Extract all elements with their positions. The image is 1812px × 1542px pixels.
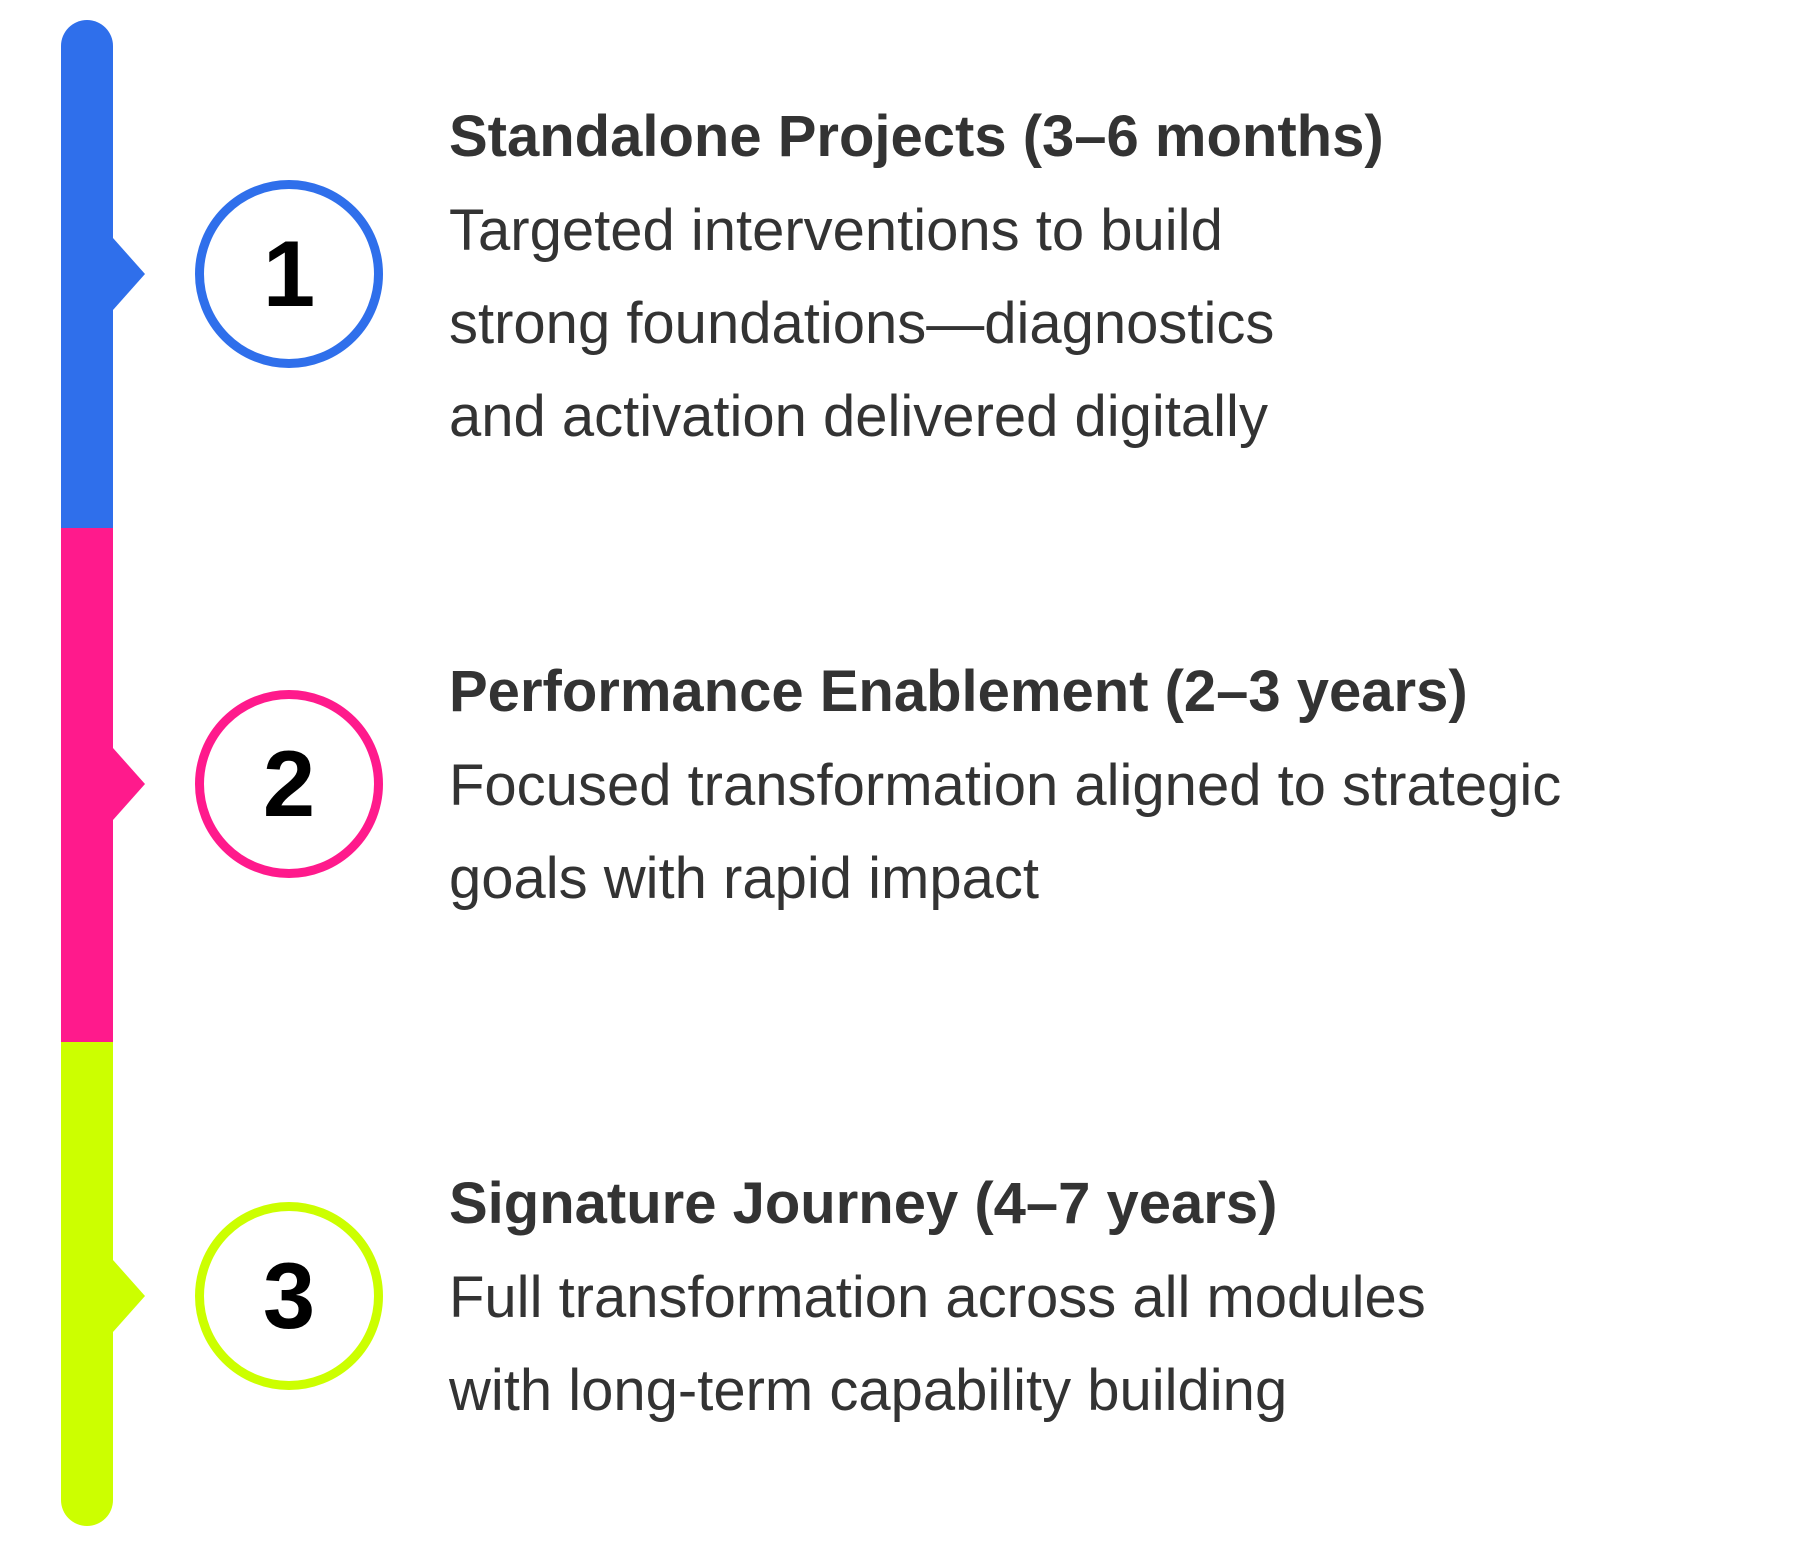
step-text-3: Signature Journey (4–7 years) Full trans…: [449, 1157, 1749, 1437]
timeline-pointer-1: [113, 238, 145, 310]
step-text-1: Standalone Projects (3–6 months) Targete…: [449, 90, 1749, 463]
step-title-3: Signature Journey (4–7 years): [449, 1171, 1278, 1236]
step-text-2: Performance Enablement (2–3 years) Focus…: [449, 645, 1749, 925]
step-description-2-line-2: goals with rapid impact: [449, 846, 1039, 911]
step-number-badge-2: 2: [195, 690, 383, 878]
step-3: 3 Signature Journey (4–7 years) Full tra…: [0, 0, 1812, 1423]
step-description-2: Focused transformation aligned to strate…: [449, 739, 1749, 925]
step-2: 2 Performance Enablement (2–3 years) Foc…: [0, 0, 1812, 911]
timeline-pointer-3: [113, 1260, 145, 1332]
step-description-3-line-2: with long-term capability building: [449, 1358, 1288, 1423]
step-description-1-line-2: strong foundations—diagnostics: [449, 291, 1275, 356]
step-number-badge-3: 3: [195, 1202, 383, 1390]
step-description-3-line-1: Full transformation across all modules: [449, 1265, 1426, 1330]
step-number-badge-1: 1: [195, 180, 383, 368]
step-description-1-line-3: and activation delivered digitally: [449, 384, 1268, 449]
step-title-2: Performance Enablement (2–3 years): [449, 659, 1468, 724]
step-1: 1 Standalone Projects (3–6 months) Targe…: [0, 0, 1812, 449]
step-description-1-line-1: Targeted interventions to build: [449, 198, 1223, 263]
step-description-3: Full transformation across all modules w…: [449, 1251, 1749, 1437]
step-title-1: Standalone Projects (3–6 months): [449, 104, 1384, 169]
step-description-1: Targeted interventions to build strong f…: [449, 184, 1749, 463]
timeline-segment-2: [61, 528, 145, 1042]
timeline-pointer-2: [113, 748, 145, 820]
timeline-segment-3: [61, 1042, 145, 1526]
timeline-segment-1: [61, 20, 145, 528]
step-description-2-line-1: Focused transformation aligned to strate…: [449, 753, 1562, 818]
